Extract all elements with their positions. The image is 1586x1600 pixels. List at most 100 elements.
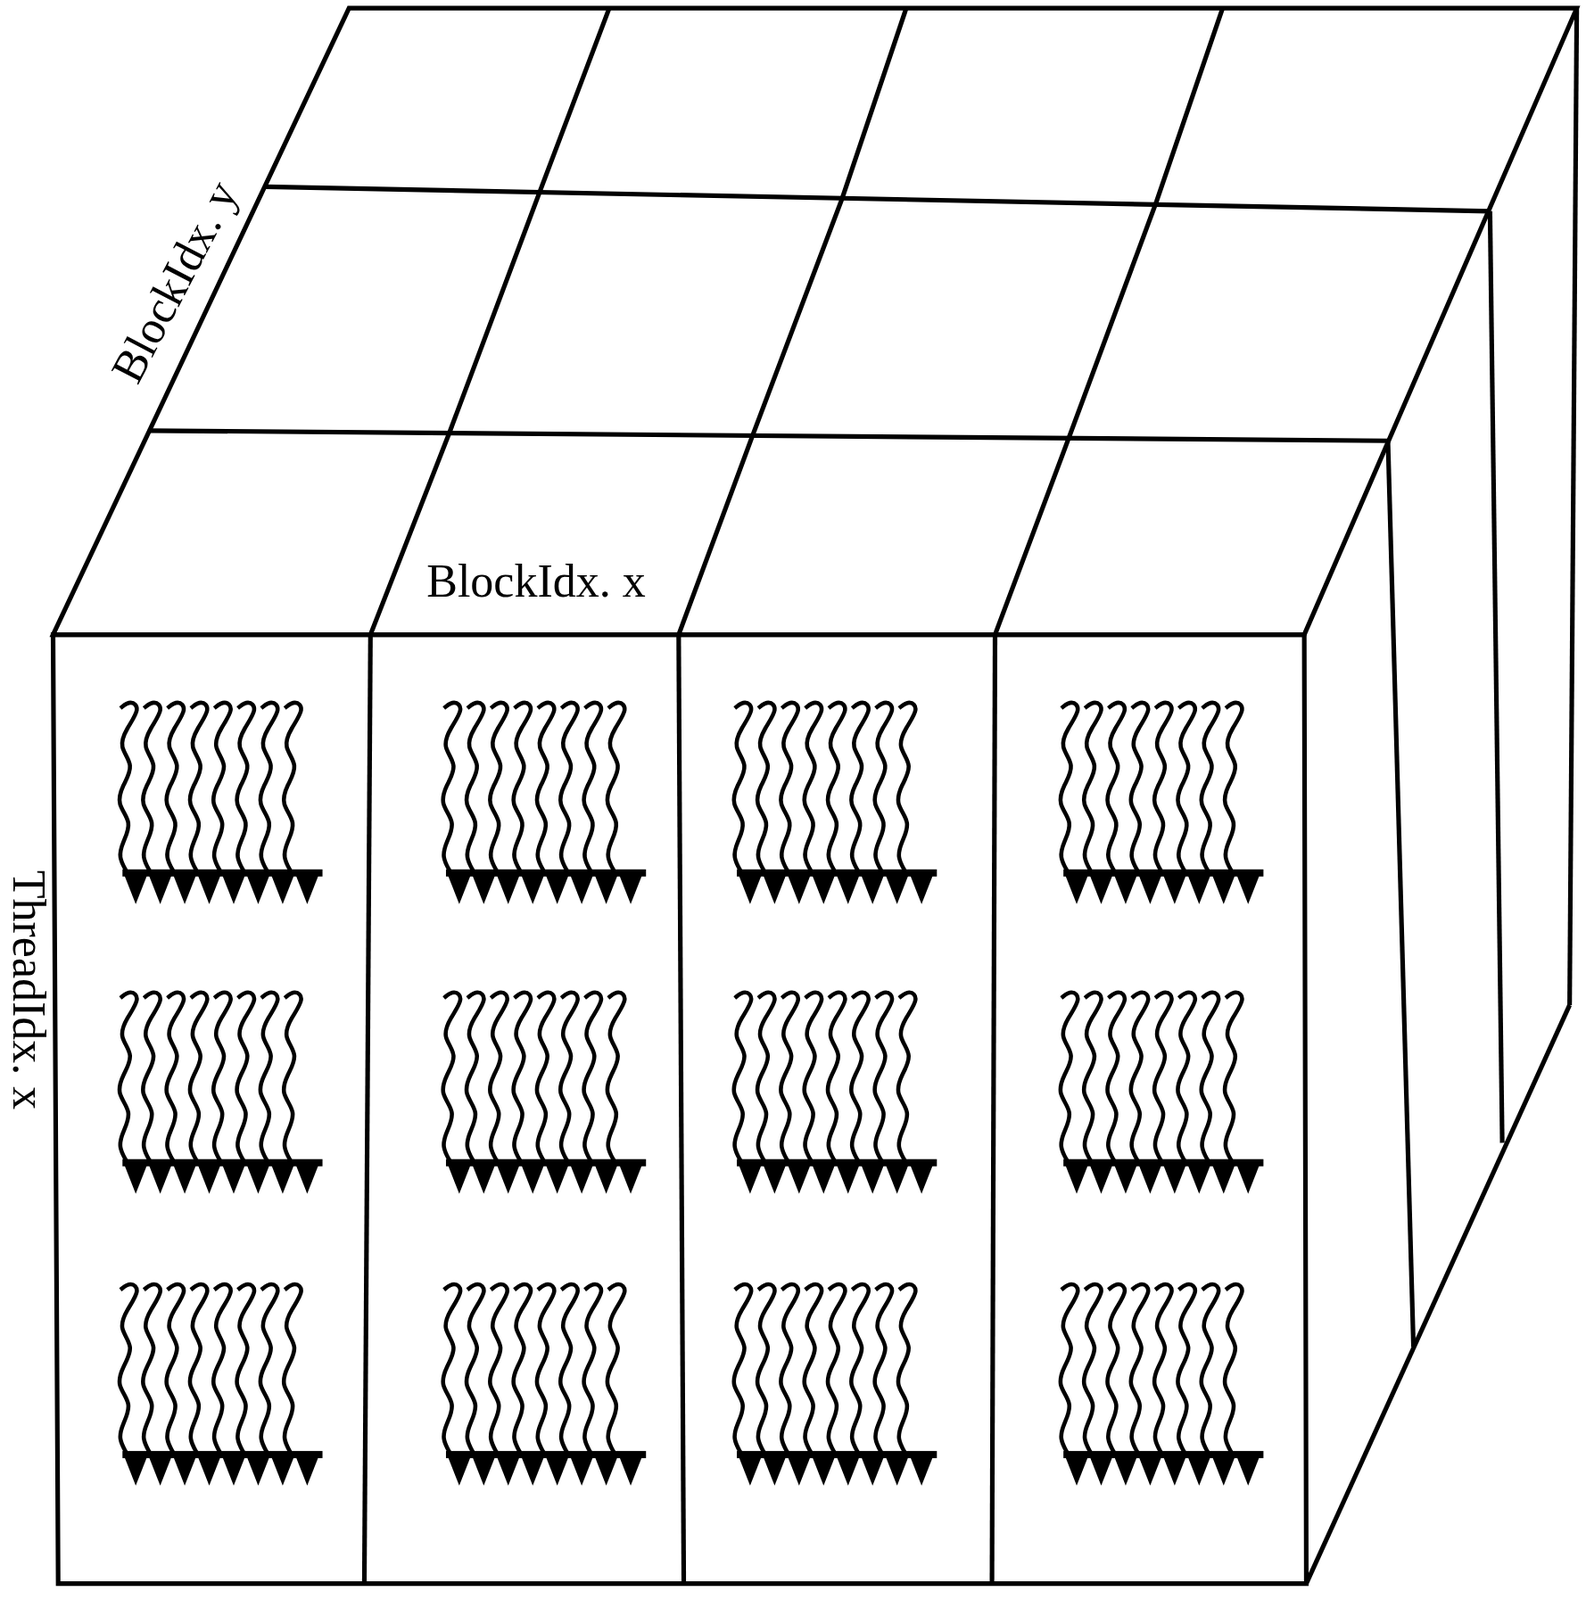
thread-bar xyxy=(1063,1159,1264,1167)
thread-arrowhead xyxy=(861,1165,884,1195)
thread-arrowhead xyxy=(247,1165,270,1195)
thread-wave xyxy=(1177,1284,1195,1454)
top-grid-line xyxy=(148,430,1388,441)
thread-arrowhead xyxy=(296,1457,319,1487)
thread-wave xyxy=(466,702,484,872)
thread-group xyxy=(443,1284,647,1487)
thread-wave xyxy=(850,992,868,1162)
thread-wave xyxy=(804,1284,822,1454)
thread-arrowhead xyxy=(1188,875,1211,905)
thread-wave xyxy=(757,992,775,1162)
thread-arrowhead xyxy=(1090,875,1113,905)
thread-arrowhead xyxy=(447,875,471,905)
thread-arrowhead xyxy=(763,875,786,905)
thread-arrowhead xyxy=(861,1457,884,1487)
top-grid-line xyxy=(994,8,1223,635)
thread-arrowhead xyxy=(570,1457,594,1487)
thread-wave xyxy=(780,702,798,872)
thread-arrowhead xyxy=(247,1457,270,1487)
thread-arrowhead xyxy=(247,875,270,905)
thread-arrowhead xyxy=(124,1457,148,1487)
thread-arrowhead xyxy=(1188,1165,1211,1195)
thread-arrowhead xyxy=(545,1457,569,1487)
thread-arrowhead xyxy=(521,875,545,905)
thread-arrowhead xyxy=(836,1457,860,1487)
thread-wave xyxy=(489,702,507,872)
thread-wave xyxy=(283,992,301,1162)
thread-wave xyxy=(607,992,625,1162)
thread-wave xyxy=(1201,992,1219,1162)
thread-arrowhead xyxy=(521,1457,545,1487)
thread-wave xyxy=(1060,992,1078,1162)
thread-wave xyxy=(260,992,278,1162)
thread-wave xyxy=(1224,992,1242,1162)
thread-arrowhead xyxy=(198,875,221,905)
thread-group xyxy=(119,702,323,905)
axis-label: ThreadIdx. x xyxy=(5,870,52,1111)
thread-group xyxy=(734,992,938,1195)
thread-arrowhead xyxy=(812,1165,835,1195)
thread-wave xyxy=(898,1284,916,1454)
thread-wave xyxy=(607,702,625,872)
thread-group xyxy=(1060,702,1264,905)
thread-wave xyxy=(875,702,893,872)
thread-wave xyxy=(260,702,278,872)
thread-wave xyxy=(1201,702,1219,872)
top-face xyxy=(52,8,1577,635)
thread-wave xyxy=(443,1284,461,1454)
thread-wave xyxy=(583,702,601,872)
thread-arrowhead xyxy=(1114,1165,1137,1195)
thread-bar xyxy=(736,1159,937,1167)
thread-wave xyxy=(237,992,255,1162)
block-divider xyxy=(363,635,371,1585)
thread-arrowhead xyxy=(1237,875,1260,905)
thread-arrowhead xyxy=(787,875,810,905)
thread-group xyxy=(1060,1284,1264,1487)
thread-wave xyxy=(489,992,507,1162)
thread-arrowhead xyxy=(910,1457,934,1487)
thread-arrowhead xyxy=(812,875,835,905)
thread-wave xyxy=(560,702,578,872)
thread-wave xyxy=(513,992,531,1162)
thread-wave xyxy=(513,1284,531,1454)
thread-arrowhead xyxy=(173,1457,196,1487)
thread-arrowhead xyxy=(619,1457,642,1487)
thread-wave xyxy=(237,1284,255,1454)
thread-wave xyxy=(827,1284,845,1454)
thread-arrowhead xyxy=(521,1165,545,1195)
thread-arrowhead xyxy=(1163,1165,1186,1195)
thread-arrowhead xyxy=(296,875,319,905)
thread-wave xyxy=(850,1284,868,1454)
thread-bar xyxy=(1063,1451,1264,1459)
thread-wave xyxy=(260,1284,278,1454)
thread-wave xyxy=(757,702,775,872)
thread-arrowhead xyxy=(148,875,172,905)
thread-bar xyxy=(122,1451,323,1459)
thread-wave xyxy=(1154,992,1172,1162)
thread-arrowhead xyxy=(885,1457,909,1487)
thread-arrowhead xyxy=(472,1457,496,1487)
thread-arrowhead xyxy=(812,1457,835,1487)
thread-wave xyxy=(583,992,601,1162)
thread-arrowhead xyxy=(885,1165,909,1195)
thread-wave xyxy=(513,702,531,872)
thread-wave xyxy=(1131,992,1149,1162)
thread-arrowhead xyxy=(198,1457,221,1487)
axis-label: BlockIdx. x xyxy=(426,558,646,605)
thread-wave xyxy=(850,702,868,872)
thread-arrowhead xyxy=(198,1165,221,1195)
thread-wave xyxy=(1060,1284,1078,1454)
thread-arrowhead xyxy=(496,1165,520,1195)
thread-wave xyxy=(780,1284,798,1454)
thread-wave xyxy=(1106,1284,1124,1454)
thread-arrowhead xyxy=(861,875,884,905)
thread-arrowhead xyxy=(1163,875,1186,905)
thread-bar xyxy=(736,1451,937,1459)
thread-group xyxy=(734,1284,938,1487)
thread-wave xyxy=(607,1284,625,1454)
thread-arrowhead xyxy=(836,875,860,905)
thread-wave xyxy=(283,702,301,872)
thread-arrowhead xyxy=(763,1457,786,1487)
side-line xyxy=(1489,211,1503,1144)
